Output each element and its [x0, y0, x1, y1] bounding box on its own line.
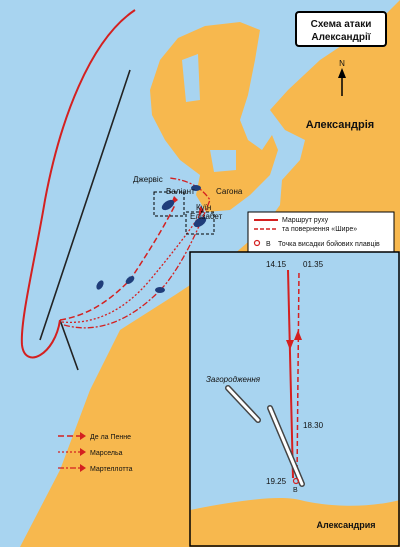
breakwater-short [59, 319, 79, 371]
legend-landing-text: Точка висадки бойових плавців [278, 240, 380, 248]
north-label: N [339, 59, 345, 68]
inset-time: 19.25 [266, 477, 287, 486]
inset-time: 14.15 [266, 260, 287, 269]
label-queen-elizabeth-1: Куїн [196, 203, 211, 212]
legend-team-arrow [80, 464, 86, 472]
barrier-boom-inner [226, 386, 260, 422]
inset-border [189, 251, 400, 547]
ship-queen-elizabeth [193, 216, 207, 228]
legend-team-arrow [80, 432, 86, 440]
inset-route-solid [287, 269, 294, 479]
breakwater [39, 69, 131, 341]
inset-route-arrow-up [294, 330, 302, 340]
title-line2: Александрії [311, 32, 370, 43]
ship [96, 280, 104, 290]
legend-team-arrow [80, 448, 86, 456]
legend-team-label: Мартеллотта [90, 466, 133, 473]
legend-landing-dot [253, 239, 261, 247]
legend-route-text-2: та повернення «Шире» [282, 226, 357, 233]
inset-landing-marker: В [293, 487, 298, 494]
ship-valiant-box [153, 191, 185, 217]
city-label-main: Александрія [306, 119, 374, 131]
ship [155, 287, 165, 293]
inset-time: 01.35 [303, 260, 324, 269]
title-box [295, 11, 387, 47]
inset-time: 18.30 [303, 421, 324, 430]
label-valiant: Валіант [166, 187, 195, 196]
scire-route [20, 9, 136, 359]
attack-path-marcellia [61, 214, 201, 324]
title-line1: Схема атаки [311, 19, 372, 30]
inset-sea [190, 252, 400, 547]
ship-valiant [161, 199, 175, 211]
route-legend-box [247, 211, 395, 253]
inset-route-dashed [296, 269, 300, 479]
label-sagona: Сагона [216, 187, 243, 196]
inset-coast [190, 498, 400, 547]
legend-landing-marker: В [266, 241, 271, 248]
inset-map: Загородження 14.15 01.35 18.30 19.25 В А… [189, 251, 400, 547]
inset-barrier-label: Загородження [206, 375, 261, 384]
legend-team-label: Де ла Пенне [90, 434, 131, 441]
inset-route-arrow-down [286, 340, 294, 350]
harbor-peninsula [150, 22, 278, 212]
harbor-quay [182, 54, 200, 102]
legend-team-label: Марсельа [90, 450, 123, 457]
north-arrow-head [338, 68, 346, 78]
label-jervis: Джервіс [133, 175, 163, 184]
label-queen-elizabeth-2: Елізабет [190, 212, 223, 221]
ship-sagona [191, 185, 201, 191]
barrier-boom-inner [268, 406, 304, 486]
legend-route-text-1: Маршрут руху [282, 217, 329, 224]
ship [125, 276, 135, 284]
harbor-quay [210, 150, 236, 172]
inset-landing-dot [292, 477, 300, 485]
city-label-inset: Александрия [316, 520, 375, 530]
